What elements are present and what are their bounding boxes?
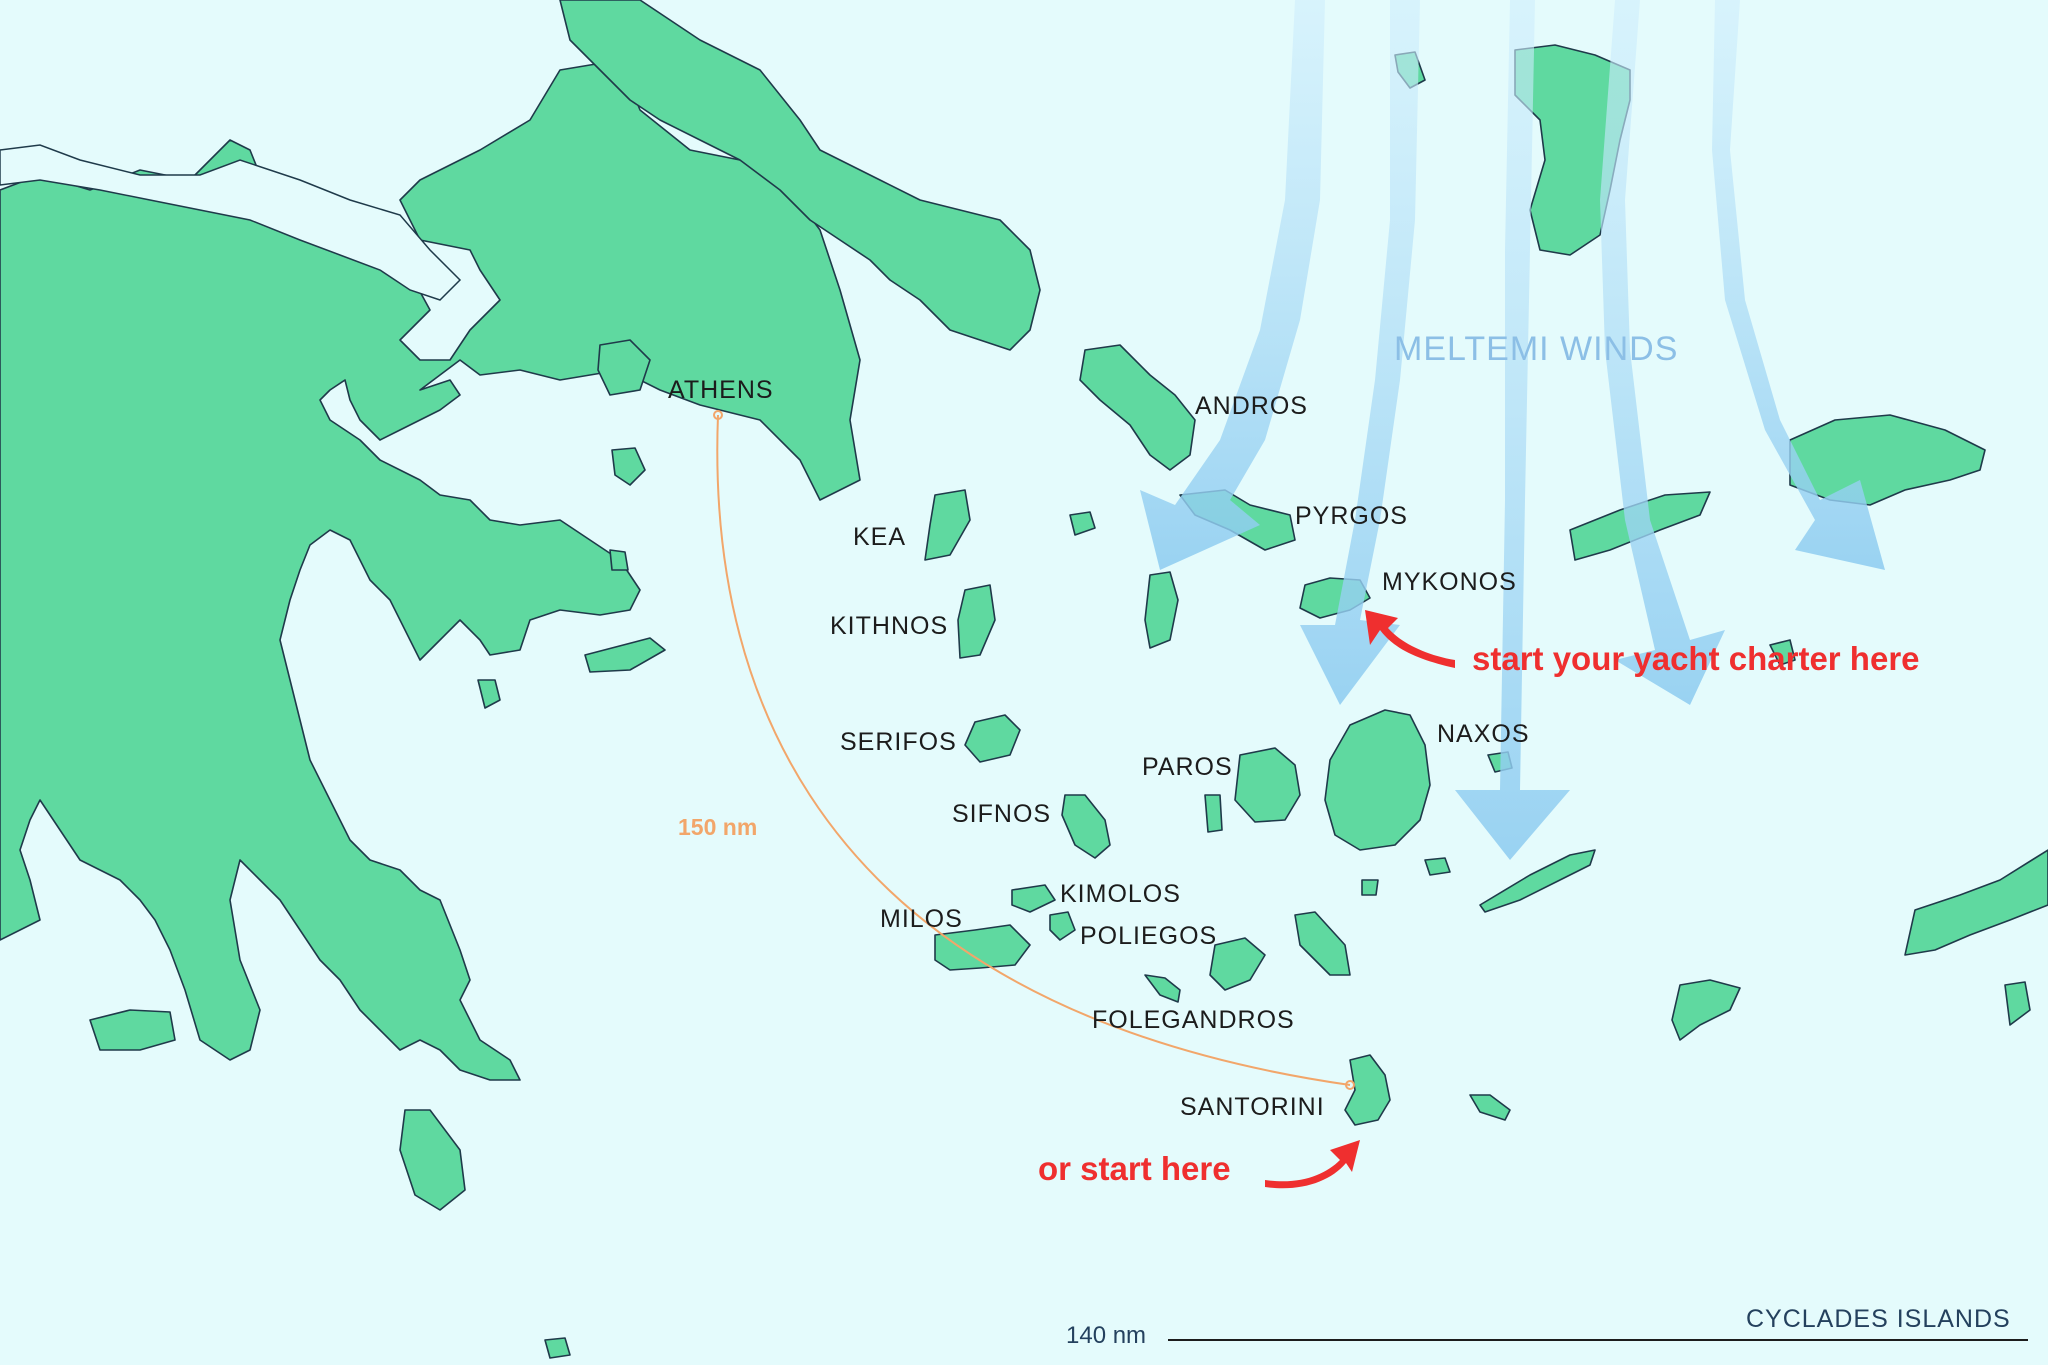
- label-kithnos: KITHNOS: [830, 612, 949, 640]
- callout-primary: start your yacht charter here: [1472, 640, 1920, 677]
- label-poliegos: POLIEGOS: [1080, 922, 1218, 950]
- small-island-4: [477, 679, 501, 709]
- meltemi-wind-arrows: [1140, 0, 1885, 860]
- callout-arrow-mykonos: [1365, 610, 1455, 668]
- kos-landmass: [1904, 849, 2048, 956]
- small-island-1: [611, 447, 646, 486]
- aegina-island: [597, 339, 651, 396]
- syros-island: [1144, 571, 1179, 649]
- small-island-2: [609, 549, 629, 571]
- kea-island: [924, 489, 971, 561]
- route-distance-label: 150 nm: [678, 814, 758, 840]
- route-end-marker: [1345, 1080, 1355, 1090]
- label-paros: PAROS: [1142, 753, 1233, 781]
- small-island-11: [2004, 981, 2031, 1026]
- santorini-island: [1344, 1054, 1391, 1126]
- label-kimolos: KIMOLOS: [1060, 880, 1181, 908]
- map-title: CYCLADES ISLANDS: [1746, 1305, 2011, 1333]
- kythira-island: [399, 1109, 466, 1211]
- small-island-7: [1469, 1094, 1511, 1121]
- antiparos-island: [1204, 794, 1223, 833]
- label-mykonos: MYKONOS: [1382, 568, 1517, 596]
- small-island-9: [1424, 857, 1451, 876]
- label-serifos: SERIFOS: [840, 728, 957, 756]
- label-andros: ANDROS: [1195, 392, 1308, 420]
- naxos-island: [1324, 709, 1431, 851]
- sifnos-island: [1061, 794, 1111, 859]
- small-island-5: [89, 1009, 176, 1051]
- gulf-water: [0, 144, 462, 301]
- small-island-15: [1769, 639, 1796, 666]
- small-island-13: [1069, 511, 1096, 536]
- ios-island: [1209, 937, 1266, 991]
- scale-label: 140 nm: [1066, 1322, 1147, 1349]
- folegandros-island: [1144, 974, 1181, 1003]
- mainland-landmass: [0, 59, 861, 1081]
- label-folegandros: FOLEGANDROS: [1092, 1006, 1295, 1034]
- route-arc: [716, 414, 1351, 1086]
- small-island-3: [584, 637, 666, 673]
- kimolos-island: [1011, 884, 1056, 913]
- callout-arrow-santorini: [1265, 1140, 1360, 1189]
- label-athens: ATHENS: [668, 376, 774, 404]
- label-santorini: SANTORINI: [1180, 1093, 1325, 1121]
- kithnos-island: [957, 584, 996, 659]
- serifos-island: [964, 714, 1021, 763]
- label-sifnos: SIFNOS: [952, 800, 1052, 828]
- samos-island: [1789, 414, 1986, 506]
- paros-island: [1234, 747, 1301, 823]
- poliegos-island: [1049, 911, 1076, 941]
- amorgos-island: [1479, 849, 1596, 913]
- label-kea: KEA: [853, 523, 907, 551]
- small-island-10: [1361, 879, 1379, 896]
- euboea-landmass: [559, 0, 1041, 351]
- label-pyrgos: PYRGOS: [1295, 502, 1408, 530]
- small-island-6: [544, 1337, 571, 1359]
- andros-island: [1079, 344, 1196, 471]
- label-milos: MILOS: [880, 905, 963, 933]
- route-start-marker: [713, 410, 723, 420]
- label-naxos: NAXOS: [1437, 720, 1530, 748]
- meltemi-winds-label: MELTEMI WINDS: [1394, 330, 1679, 368]
- milos-island: [934, 924, 1031, 971]
- callout-secondary: or start here: [1038, 1150, 1231, 1187]
- small-island-8: [1294, 911, 1351, 976]
- astypalea-island: [1671, 979, 1741, 1041]
